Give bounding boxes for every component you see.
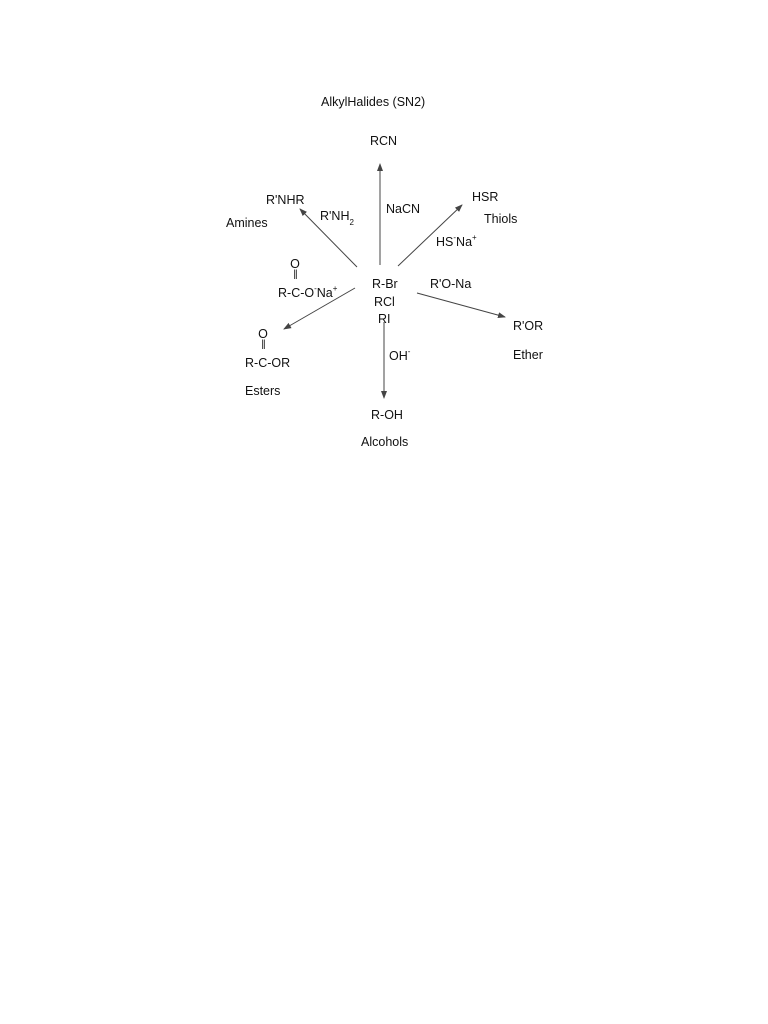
alcohol-reagent: OH- (389, 346, 411, 363)
carboxylate-carbonyl-oxygen: O (290, 257, 300, 271)
carboxylate-reagent-base: R-C-O (278, 286, 315, 300)
amine-product: R'NHR (266, 193, 305, 207)
arrow-to-ether (416, 292, 506, 319)
ether-reagent: R'O-Na (430, 277, 472, 291)
amine-class-label: Amines (226, 216, 268, 230)
carboxylate-reagent-charge2: + (332, 283, 338, 293)
thiol-reagent-charge1: - (453, 232, 457, 242)
center-reactant-ri: RI (378, 312, 391, 326)
nitrile-product: RCN (370, 134, 398, 148)
center-reactant-rbr: R-Br (372, 277, 398, 291)
carboxylate-carbonyl: O || (289, 257, 301, 280)
ether-product: R'OR (513, 319, 544, 333)
thiol-class-label: Thiols (484, 212, 518, 226)
thiol-reagent: HS-Na+ (436, 232, 477, 249)
alcohol-product: R-OH (371, 408, 403, 422)
ester-carbonyl-bond: || (261, 339, 265, 350)
arrow-to-amine (299, 208, 358, 268)
carboxylate-reagent-charge1: - (314, 283, 317, 293)
ester-class-label: Esters (245, 384, 281, 398)
nitrile-reagent: NaCN (386, 202, 421, 216)
thiol-reagent-mid: Na (456, 235, 473, 249)
diagram-title: AlkylHalides (SN2) (321, 95, 426, 109)
center-reactant-rcl: RCl (374, 295, 395, 309)
thiol-product: HSR (472, 190, 499, 204)
arrow-to-ester (283, 287, 356, 330)
carboxylate-reagent-mid: Na (316, 286, 333, 300)
amine-reagent-base: R'NH (320, 209, 350, 223)
arrow-to-thiol (397, 204, 463, 267)
thiol-reagent-base: HS (436, 235, 454, 249)
ester-carbonyl-oxygen: O (258, 327, 268, 341)
ester-product: R-C-OR (245, 356, 291, 370)
ester-carbonyl: O || (257, 327, 269, 350)
thiol-reagent-charge2: + (472, 232, 477, 242)
carboxylate-reagent: R-C-O-Na+ (278, 283, 338, 300)
alcohol-reagent-charge: - (407, 346, 411, 356)
alcohol-reagent-base: OH (389, 349, 408, 363)
amine-reagent-subscript: 2 (349, 217, 354, 227)
alcohol-class-label: Alcohols (361, 435, 409, 449)
amine-reagent: R'NH2 (320, 209, 354, 226)
carboxylate-carbonyl-bond: || (293, 269, 297, 280)
ether-class-label: Ether (513, 348, 543, 362)
